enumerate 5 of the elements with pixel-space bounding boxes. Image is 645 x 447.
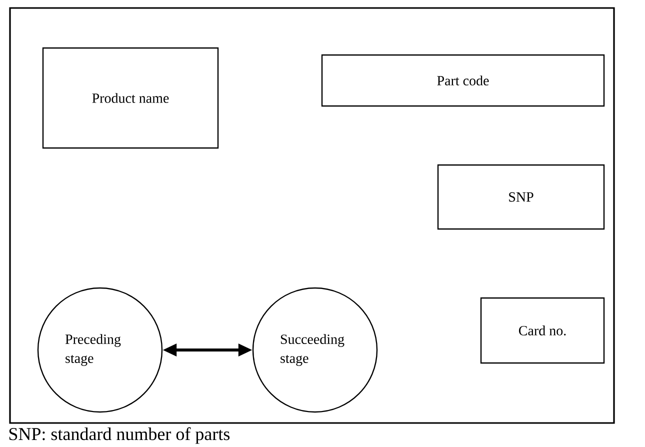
- label-box: Card no.: [480, 297, 605, 364]
- label-box: SNP: [437, 164, 605, 230]
- caption: SNP: standard number of parts: [9, 427, 230, 444]
- label-box: Product name: [42, 47, 219, 149]
- label-box: Part code: [321, 54, 605, 107]
